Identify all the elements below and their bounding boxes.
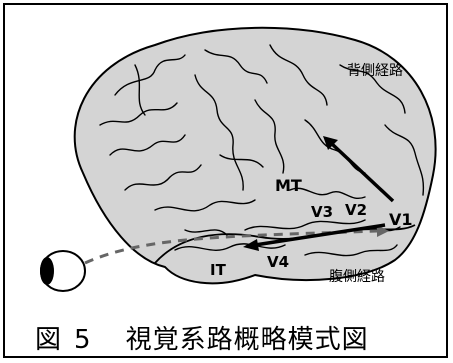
eye-icon bbox=[40, 251, 85, 291]
brain-diagram: 背側経路 腹側経路 MT V3 V2 V1 V4 IT bbox=[5, 5, 450, 360]
caption-number: 5 bbox=[74, 325, 92, 355]
area-label-v4: V4 bbox=[267, 253, 289, 271]
caption-title: 視覚系路概略模式図 bbox=[126, 325, 369, 355]
area-label-it: IT bbox=[210, 261, 227, 279]
caption-prefix: 図 bbox=[35, 325, 62, 355]
ventral-pathway-label: 腹側経路 bbox=[329, 268, 385, 285]
dorsal-pathway-label: 背側経路 bbox=[347, 63, 403, 79]
area-label-v2: V2 bbox=[345, 201, 367, 219]
area-label-v1: V1 bbox=[389, 210, 413, 229]
area-label-v3: V3 bbox=[311, 203, 333, 221]
area-label-mt: MT bbox=[275, 176, 302, 195]
